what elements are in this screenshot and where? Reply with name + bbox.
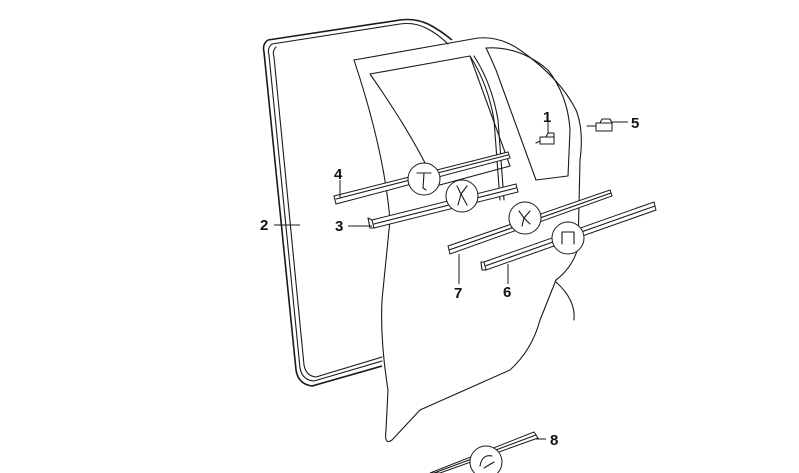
callout-1: 1: [543, 109, 552, 126]
profile-y-icon: [508, 201, 542, 235]
callout-5: 5: [631, 115, 640, 132]
callout-6: 6: [503, 284, 512, 301]
door-body: [353, 37, 582, 443]
callout-2: 2: [260, 217, 269, 234]
callout-7: 7: [454, 285, 463, 302]
callout-4: 4: [334, 166, 343, 183]
profile-hook-icon: [469, 445, 503, 473]
clip-part-5: [586, 118, 628, 132]
callout-8: 8: [550, 432, 559, 449]
profile-n-icon: [551, 221, 585, 255]
door-seal-gasket: [262, 18, 453, 387]
clip-part-1: [535, 120, 555, 145]
profile-k-icon: [445, 179, 479, 213]
profile-t-icon: [407, 162, 441, 196]
callout-3: 3: [335, 218, 344, 235]
